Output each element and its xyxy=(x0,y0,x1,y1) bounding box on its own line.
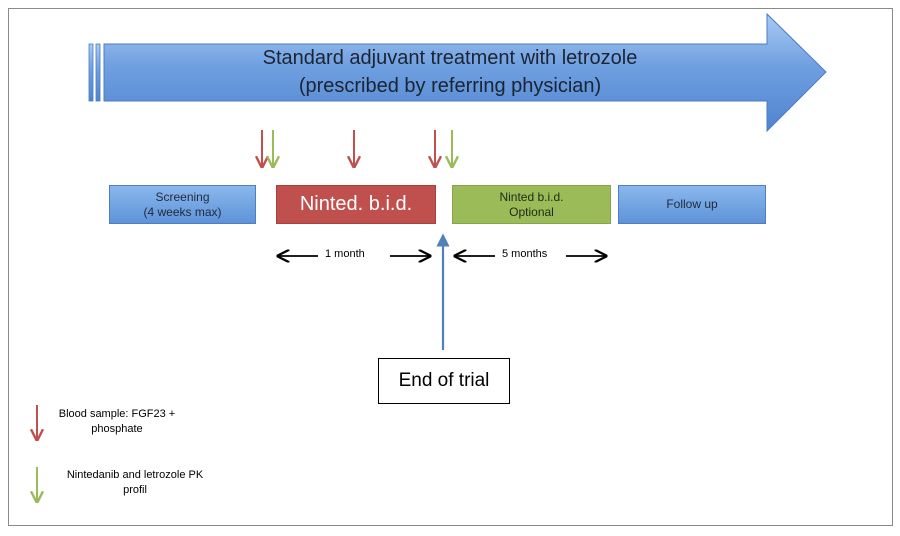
screening-sublabel: (4 weeks max) xyxy=(143,204,222,219)
legend-pk-line-2: profil xyxy=(123,484,147,496)
banner-line-1: Standard adjuvant treatment with letrozo… xyxy=(262,47,638,69)
end-of-trial-box: End of trial xyxy=(378,358,510,404)
follow-up-box: Follow up xyxy=(618,185,766,224)
treatment-label: Ninted. b.i.d. xyxy=(299,193,413,215)
banner-arrow xyxy=(88,12,827,133)
legend-blood-sample: Blood sample: FGF23 + phosphate xyxy=(52,407,182,437)
banner-title: Standard adjuvant treatment with letrozo… xyxy=(110,44,790,100)
banner-line-2: (prescribed by referring physician) xyxy=(298,75,602,97)
optional-treatment-label: Ninted b.i.d. xyxy=(499,189,564,204)
legend-pk-line-1: Nintedanib and letrozole PK xyxy=(66,469,204,481)
legend-blood-line-1: Blood sample: FGF23 + xyxy=(58,408,176,420)
duration-label-2: 5 months xyxy=(499,247,551,261)
legend-pk-profile: Nintedanib and letrozole PK profil xyxy=(52,468,218,498)
screening-box: Screening (4 weeks max) xyxy=(109,185,256,224)
follow-up-label: Follow up xyxy=(666,197,718,211)
optional-treatment-box: Ninted b.i.d. Optional xyxy=(452,185,611,224)
optional-treatment-sublabel: Optional xyxy=(509,204,554,219)
duration-label-1: 1 month xyxy=(322,247,368,261)
legend-blood-line-2: phosphate xyxy=(91,423,143,435)
end-of-trial-label: End of trial xyxy=(398,370,490,391)
screening-label: Screening xyxy=(155,189,210,204)
treatment-box: Ninted. b.i.d. xyxy=(276,185,436,224)
